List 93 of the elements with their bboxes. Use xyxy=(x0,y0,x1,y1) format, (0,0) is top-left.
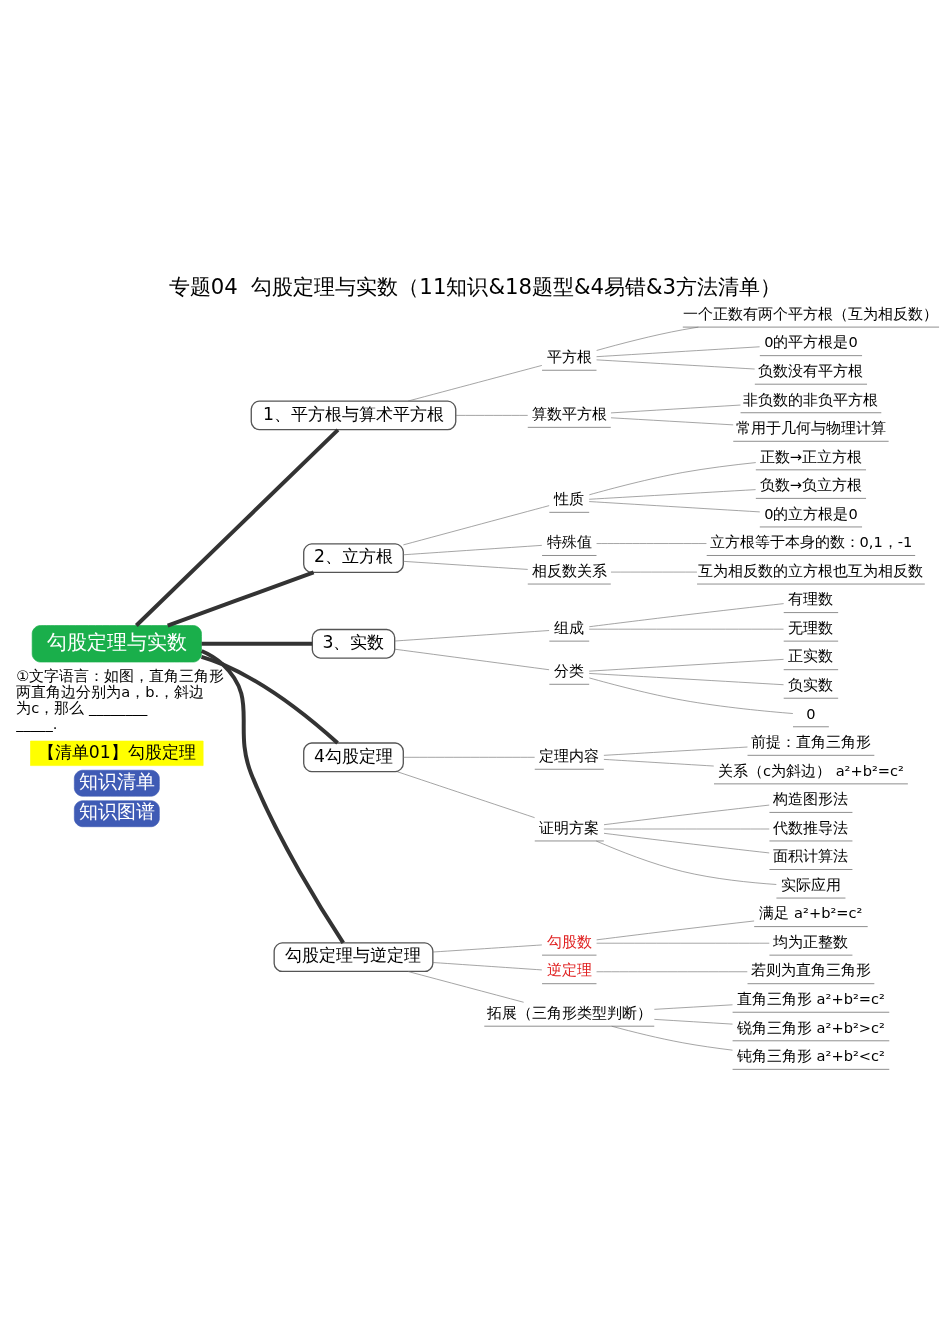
diagram-title: 专题04 勾股定理与实数（11知识&18题型&4易错&3方法清单） xyxy=(168,274,782,300)
connector xyxy=(394,630,550,642)
node-text: 若则为直角三角形 xyxy=(750,961,871,979)
connector xyxy=(407,971,524,1003)
node-box: 1、平方根与算术平方根 xyxy=(250,400,457,431)
connector xyxy=(596,543,707,544)
connector xyxy=(603,804,770,826)
node-text: 组成 xyxy=(554,618,585,636)
node-text: 勾股数 xyxy=(546,932,592,950)
node-text: 负数没有平方根 xyxy=(758,361,864,379)
node-text: 正实数 xyxy=(788,647,834,665)
node-text: 无理数 xyxy=(788,618,834,636)
connector xyxy=(588,673,784,686)
connector xyxy=(396,771,535,818)
node-text: 0的立方根是0 xyxy=(764,504,858,522)
node-text: 拓展（三角形类型判断） xyxy=(486,1003,652,1021)
node-text: 非负数的非负平方根 xyxy=(743,390,879,408)
connector xyxy=(589,462,757,496)
connector xyxy=(455,415,529,416)
node-text: 互为相反数的立方根也互为相反数 xyxy=(698,561,924,579)
node-box: 3、实数 xyxy=(311,628,396,659)
node-text: 代数推导法 xyxy=(773,818,849,836)
node-text: 平方根 xyxy=(546,348,592,366)
label: 知识清单 xyxy=(78,770,155,792)
node-text: 0的平方根是0 xyxy=(764,333,858,351)
node-text: 立方根等于本身的数：0,1，-1 xyxy=(709,533,913,551)
node-text: 构造图形法 xyxy=(773,790,849,808)
connector xyxy=(610,417,734,426)
connector xyxy=(167,570,315,628)
node-text: 负实数 xyxy=(788,675,834,693)
connector xyxy=(588,659,784,672)
connector xyxy=(596,942,770,944)
connector xyxy=(403,545,543,556)
connector xyxy=(588,501,761,513)
connector xyxy=(596,359,755,370)
node-text: 性质 xyxy=(554,490,585,508)
label: ①文字语言：如图，直角三角形两直角边分别为a，b.，斜边为c，那么 _____________. xyxy=(16,667,225,733)
connector xyxy=(610,404,741,414)
node-text: 分类 xyxy=(554,662,585,680)
node-text: 特殊值 xyxy=(546,533,592,551)
node-box: 勾股定理与逆定理 xyxy=(273,942,434,973)
connector xyxy=(432,944,543,953)
node-text: 负数→负立方根 xyxy=(759,476,863,494)
connector xyxy=(200,649,345,944)
connector xyxy=(603,759,715,767)
connector xyxy=(403,756,535,758)
node-text: 正数→正立方根 xyxy=(759,447,863,465)
connector xyxy=(654,1004,733,1010)
connector xyxy=(588,489,756,500)
node-text: 前提：直角三角形 xyxy=(750,733,871,751)
node-box: 2、立方根 xyxy=(303,543,404,574)
connector xyxy=(603,832,770,854)
node-text: 实际应用 xyxy=(780,875,841,893)
connector xyxy=(588,628,784,630)
node-text: 一个正数有两个平方根（互为相反数） xyxy=(683,304,939,322)
connector xyxy=(432,962,543,971)
connector xyxy=(201,641,313,646)
connector xyxy=(596,920,755,941)
connector xyxy=(595,840,777,885)
node-text: 有理数 xyxy=(788,590,834,608)
node-text: 锐角三角形 a²+b²>c² xyxy=(736,1018,885,1036)
connector xyxy=(654,1019,733,1025)
connector xyxy=(403,505,550,546)
connector xyxy=(589,677,794,714)
connector xyxy=(603,746,748,756)
node-text: 直角三角形 a²+b²=c² xyxy=(736,990,885,1008)
node-text: 均为正整数 xyxy=(773,932,849,950)
node-text: 关系（c为斜边） a²+b²=c² xyxy=(717,761,904,779)
node-text: 面积计算法 xyxy=(773,847,849,865)
connector xyxy=(596,346,760,357)
connector xyxy=(596,326,699,351)
connector xyxy=(596,971,748,973)
connector xyxy=(610,571,698,573)
node-text: 逆定理 xyxy=(546,961,592,979)
node-text: 0 xyxy=(806,704,816,722)
node-text: 钝角三角形 a²+b²<c² xyxy=(736,1047,885,1065)
label: 【清单01】勾股定理 xyxy=(37,741,196,762)
connector xyxy=(394,648,550,671)
node-text: 证明方案 xyxy=(539,818,600,836)
node-box: 4勾股定理 xyxy=(303,742,404,773)
node-text: 相反数关系 xyxy=(531,561,607,579)
connector xyxy=(407,365,543,402)
node-box: 勾股定理与实数 xyxy=(31,625,202,663)
connector xyxy=(611,1025,733,1051)
node-text: 满足 a²+b²=c² xyxy=(759,904,863,922)
connector xyxy=(134,428,340,627)
connector xyxy=(588,603,784,628)
connector xyxy=(403,561,529,570)
node-text: 定理内容 xyxy=(539,747,600,765)
label: 知识图谱 xyxy=(78,801,155,823)
node-text: 常用于几何与物理计算 xyxy=(735,419,886,437)
connector xyxy=(200,654,339,745)
node-text: 算数平方根 xyxy=(531,405,607,423)
